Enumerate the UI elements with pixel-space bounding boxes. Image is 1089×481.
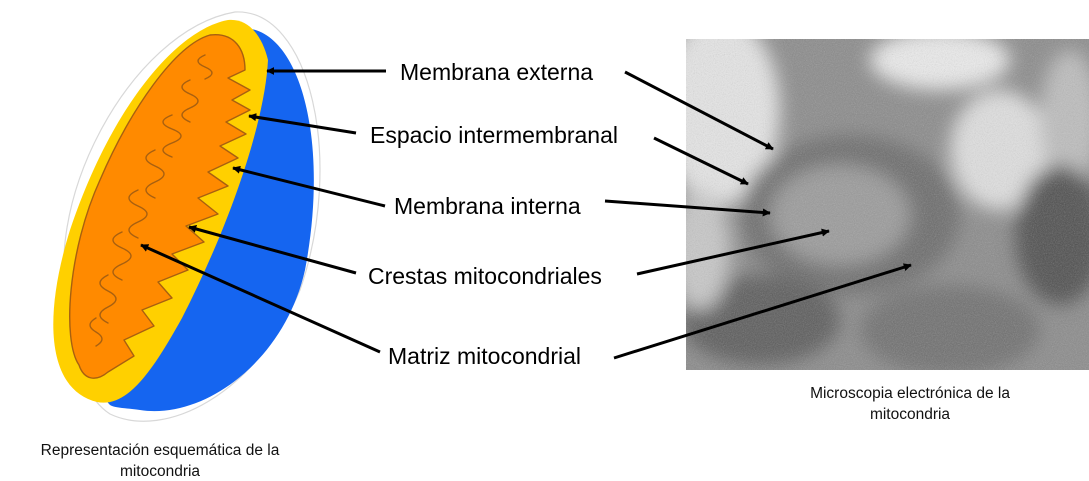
label-outer-membrane: Membrana externa bbox=[400, 59, 593, 85]
label-inner-membrane: Membrana interna bbox=[394, 193, 581, 219]
caption-micrograph-line2: mitocondria bbox=[870, 406, 950, 423]
mitochondrion-schematic bbox=[53, 12, 320, 421]
caption-micrograph-line1: Microscopia electrónica de la bbox=[810, 385, 1010, 402]
caption-schematic-line1: Representación esquemática de la bbox=[41, 442, 280, 459]
label-matrix: Matriz mitocondrial bbox=[388, 343, 581, 369]
label-cristae: Crestas mitocondriales bbox=[368, 263, 602, 289]
structure-labels: Membrana externa Espacio intermembranal … bbox=[368, 59, 618, 369]
electron-micrograph bbox=[660, 15, 1089, 375]
caption-schematic-line2: mitocondria bbox=[120, 463, 200, 480]
label-intermembrane-space: Espacio intermembranal bbox=[370, 122, 618, 148]
